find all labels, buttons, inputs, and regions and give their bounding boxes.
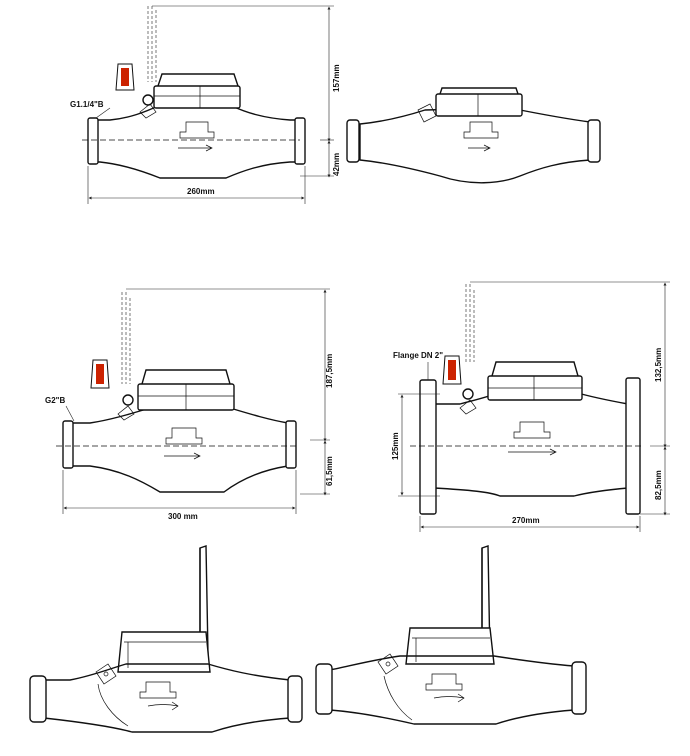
height-label: 187,5mm [325, 354, 334, 388]
height-label: 132,5mm [654, 348, 663, 382]
drawing-meter-open-lid-left [29, 545, 303, 733]
thread-label: G1.1/4"B [70, 100, 104, 109]
drawing-meter-g2: G2"B 187,5mm 61,5mm 300 mm [45, 288, 334, 521]
length-label: 270mm [512, 516, 540, 525]
drawing-meter-flange: Flange DN 2" 125mm 132,5mm 82,5mm 270mm [391, 281, 670, 532]
length-label: 300 mm [168, 512, 198, 521]
length-label: 260mm [187, 187, 215, 196]
bottom-label: 82,5mm [654, 470, 663, 500]
thread-label: G2"B [45, 396, 65, 405]
flange-height-label: 125mm [391, 432, 400, 460]
drawing-meter-open-lid-right [315, 545, 587, 725]
bottom-label: 61,5mm [325, 456, 334, 486]
height-label: 157mm [332, 64, 341, 92]
drawing-meter-g114: G1.1/4"B 157mm 42mm 260mm [70, 5, 341, 204]
bottom-label: 42mm [332, 153, 341, 176]
flange-label: Flange DN 2" [393, 351, 443, 360]
drawing-meter-side [346, 87, 601, 184]
